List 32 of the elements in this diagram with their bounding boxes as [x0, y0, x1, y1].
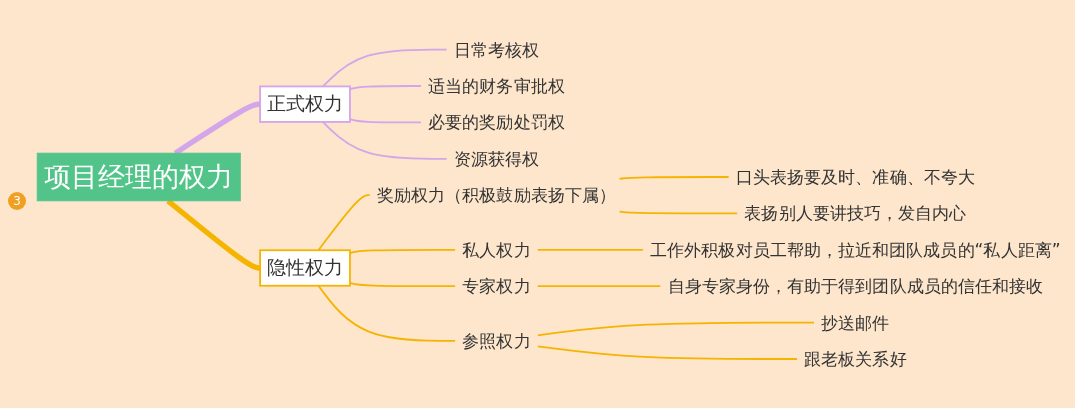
node-text: 私人权力 — [462, 239, 531, 260]
connector — [536, 285, 662, 287]
node-text: 资源获得权 — [453, 148, 540, 169]
node-text: 参照权力 — [462, 330, 531, 351]
node-text: 必要的奖励处罚权 — [428, 111, 565, 132]
node-text: 适当的财务审批权 — [428, 75, 565, 96]
connector — [349, 248, 457, 254]
connector — [321, 48, 448, 88]
node-text: 工作外积极对员工帮助，拉近和团队成员的“私人距离” — [650, 239, 1061, 260]
node-box: 隐性权力 — [259, 249, 351, 287]
connector — [317, 284, 457, 342]
node-text: 自身专家身份，有助于得到团队成员的信任和接收 — [667, 275, 1044, 296]
number-badge: 3 — [8, 192, 26, 210]
node-text: 日常考核权 — [453, 39, 540, 59]
connector — [349, 84, 422, 90]
connector — [349, 281, 457, 287]
connector — [317, 194, 371, 251]
node-text: 口头表扬要及时、准确、不夸大 — [735, 166, 975, 187]
connector — [321, 120, 448, 160]
connector — [618, 210, 739, 214]
connector — [536, 248, 644, 251]
connector — [536, 321, 815, 336]
connector — [349, 117, 422, 123]
node-text: 奖励权力（积极鼓励表扬下属） — [376, 184, 616, 205]
node-text: 表扬别人要讲技巧，发自内心 — [744, 202, 967, 223]
connector — [536, 345, 798, 360]
node-text: 跟老板关系好 — [804, 348, 907, 369]
node-text: 抄送邮件 — [821, 312, 890, 332]
node-box: 正式权力 — [259, 85, 351, 123]
node-box: 项目经理的权力 — [36, 152, 241, 201]
node-text: 专家权力 — [462, 275, 531, 296]
connector — [618, 175, 730, 180]
